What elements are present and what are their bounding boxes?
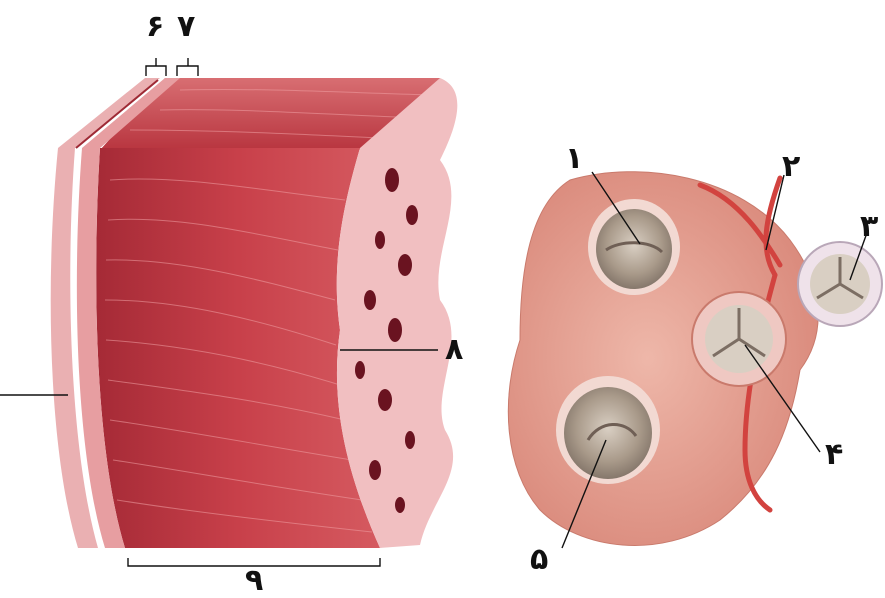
bracket-6: [146, 58, 166, 76]
valve-lower: [556, 376, 660, 484]
bracket-7: [177, 58, 198, 76]
label-7: ۷: [177, 12, 195, 42]
heart-base-view: [508, 172, 882, 546]
label-8: ۸: [445, 335, 463, 365]
heart-wall-section: [51, 78, 458, 548]
valve-mitral-upper: [588, 199, 680, 295]
label-1: ۱: [565, 144, 583, 174]
myocardium-layer: [96, 148, 380, 548]
label-6: ۶: [146, 12, 164, 42]
valve-pulmonary: [798, 242, 882, 326]
label-5: ۵: [530, 545, 548, 575]
label-3: ۳: [860, 212, 878, 242]
label-9: ۹: [245, 566, 263, 596]
label-2: ۲: [782, 152, 800, 182]
label-4: ۴: [825, 440, 843, 470]
valve-aortic: [692, 292, 786, 386]
